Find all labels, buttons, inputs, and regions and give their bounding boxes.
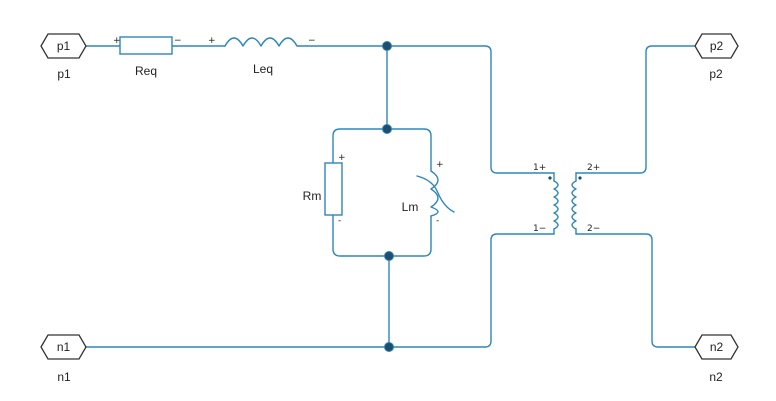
req-plus-sign: + — [113, 36, 121, 46]
port-p1-caption: p1 — [57, 67, 71, 81]
transformer-secondary-coil — [571, 180, 577, 230]
wire-transformer-2minus-n2 — [575, 233, 696, 348]
port-p2-label: p2 — [710, 39, 724, 53]
port-p2[interactable]: p2 — [694, 33, 739, 59]
wire-rm-branch-top — [332, 128, 388, 164]
port-n2-label: n2 — [710, 340, 724, 354]
lm-minus-sign: - — [436, 216, 439, 226]
wire-lm-branch-top — [386, 128, 432, 172]
wires — [85, 45, 696, 348]
wire-rm-branch-bottom — [332, 214, 432, 257]
req-minus-sign: − — [174, 36, 182, 46]
junction-node-bottom — [384, 342, 394, 352]
wire-transformer-2plus-p2 — [575, 45, 696, 174]
leq-plus-sign: + — [208, 36, 216, 46]
transformer-1plus-label: 1+ — [533, 163, 546, 173]
wire-bottom-node-transformer-1minus — [388, 233, 555, 348]
inductor-leq[interactable] — [224, 37, 300, 47]
rm-label: Rm — [303, 189, 322, 203]
port-p1-label: p1 — [57, 39, 71, 53]
port-p1[interactable]: p1 — [40, 33, 87, 59]
rm-minus-sign: - — [338, 216, 341, 226]
port-n1-shape — [40, 334, 87, 360]
transformer-2plus-label: 2+ — [587, 163, 600, 173]
port-n1[interactable]: n1 — [40, 334, 87, 360]
req-label: Req — [135, 64, 157, 78]
transformer-secondary-polarity-dot — [578, 176, 582, 180]
lm-label: Lm — [402, 200, 419, 214]
transformer-1minus-label: 1− — [533, 224, 546, 234]
inductor-lm[interactable] — [416, 170, 455, 217]
port-n2-caption: n2 — [709, 370, 723, 384]
junction-node-top — [382, 41, 392, 51]
port-p1-shape — [40, 33, 87, 59]
wire-top-node-transformer-1plus — [386, 45, 555, 174]
junction-node-branch-bottom — [384, 251, 394, 261]
resistor-rm[interactable] — [324, 162, 343, 216]
port-n2[interactable]: n2 — [694, 334, 739, 360]
resistor-req[interactable] — [119, 36, 173, 55]
port-p2-shape — [694, 33, 739, 59]
port-n2-shape — [694, 334, 739, 360]
ideal-transformer[interactable] — [548, 172, 582, 235]
leq-label: Leq — [253, 62, 273, 76]
lm-plus-sign: + — [436, 160, 444, 170]
transformer-primary-coil — [553, 180, 559, 230]
rm-plus-sign: + — [338, 153, 346, 163]
port-p2-caption: p2 — [709, 67, 723, 81]
leq-minus-sign: − — [308, 36, 316, 46]
inductor-lm-nonlinear-curve — [416, 175, 455, 213]
junctions — [382, 41, 394, 352]
junction-node-branch-top — [382, 124, 392, 134]
inductor-leq-coil — [224, 37, 300, 47]
resistor-rm-body — [324, 162, 343, 216]
transformer-primary-polarity-dot — [548, 176, 552, 180]
port-n1-label: n1 — [57, 340, 71, 354]
transformer-2minus-label: 2− — [587, 224, 600, 234]
port-n1-caption: n1 — [57, 370, 71, 384]
inductor-lm-coil — [430, 170, 439, 217]
resistor-req-body — [119, 36, 173, 55]
